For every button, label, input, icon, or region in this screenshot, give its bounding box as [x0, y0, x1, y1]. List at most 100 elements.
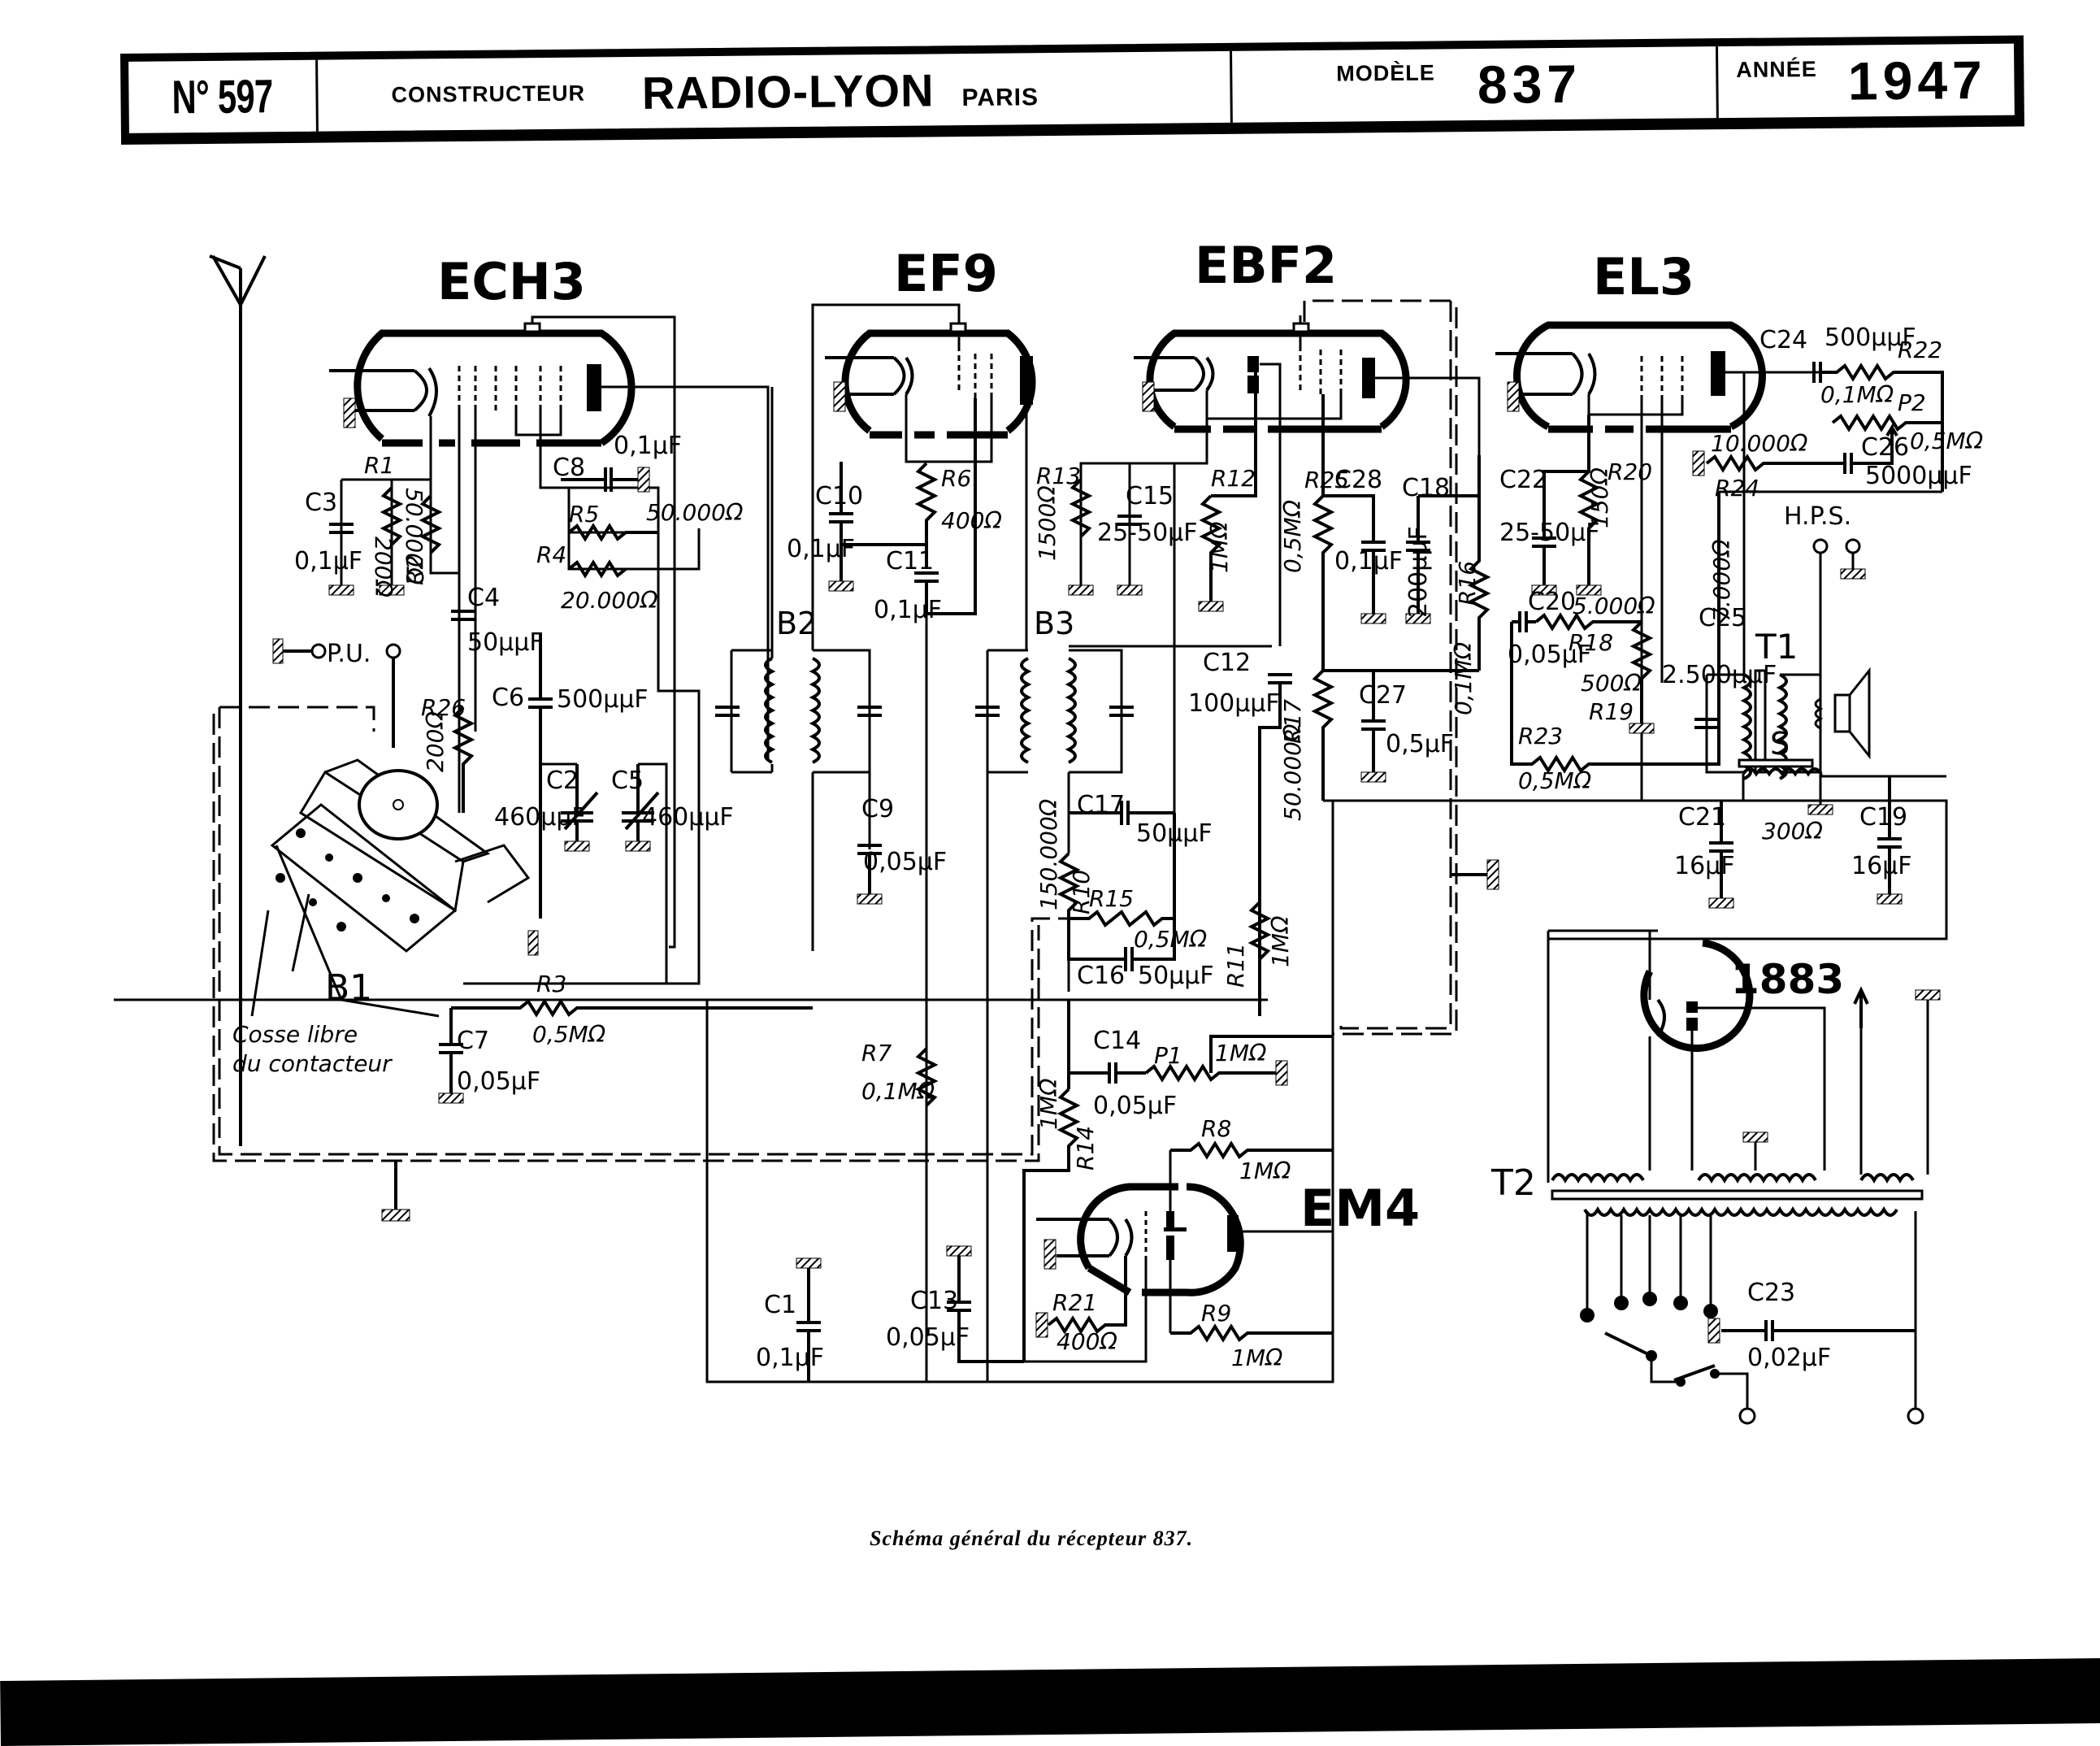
resistor-r26 — [451, 706, 475, 813]
ground-icon — [1915, 989, 1941, 1001]
speaker-label: H.P.S. — [1784, 502, 1851, 531]
c10-value: 0,1µF — [787, 535, 855, 563]
r11-label: R11 — [1222, 943, 1249, 988]
t1-primary-value: 7.000Ω — [1708, 539, 1735, 622]
ground-icon — [1742, 1131, 1768, 1143]
ground-icon — [1576, 584, 1602, 596]
c26-label: C26 — [1861, 433, 1909, 462]
ground-icon — [1405, 613, 1431, 624]
c8-label: C8 — [553, 454, 585, 482]
capacitor-c21 — [1709, 801, 1733, 898]
r16-label: R16 — [1454, 561, 1481, 606]
r5-value: 50.000Ω — [646, 499, 744, 526]
ground-icon — [1692, 450, 1705, 476]
c13-value: 0,05µF — [886, 1323, 970, 1352]
voltage-selector-switch[interactable] — [1580, 1211, 1756, 1425]
r8-label: R8 — [1201, 1115, 1231, 1142]
switch-label-b1: B1 — [325, 967, 372, 1009]
c27-label: C27 — [1359, 681, 1407, 710]
ground-icon — [1117, 584, 1143, 596]
r8-value: 1MΩ — [1239, 1157, 1291, 1184]
r22-label: R22 — [1898, 337, 1942, 363]
c4-value: 50µµF — [467, 628, 544, 657]
r4-value: 20.000Ω — [561, 587, 658, 614]
c22-label: C22 — [1499, 466, 1547, 494]
c18-value: 200µµF — [1404, 526, 1433, 618]
mains-terminal[interactable] — [1907, 1407, 1924, 1425]
c11-value: 0,1µF — [874, 596, 942, 624]
r2-value: 50.000Ω — [401, 488, 427, 585]
tube-label-ech3: ECH3 — [437, 252, 586, 311]
capacitor-c26 — [1841, 453, 1894, 474]
c17-value: 50µµF — [1136, 819, 1213, 848]
c17-label: C17 — [1077, 791, 1125, 819]
transformer-label-b3: B3 — [1034, 606, 1074, 641]
ground-icon — [637, 467, 650, 493]
c15-value: 25-50µF — [1097, 519, 1198, 547]
capacitor-c15 — [1117, 515, 1142, 526]
capacitor-c12 — [1258, 673, 1292, 1016]
capacitor-c8 — [561, 467, 638, 492]
r4-label: R4 — [536, 541, 566, 568]
resistor-r4 — [567, 559, 627, 579]
speaker-connector[interactable] — [1812, 538, 1861, 554]
p2-value: 0,5MΩ — [1910, 428, 1984, 454]
resistor-r13 — [1069, 478, 1093, 538]
c6-label: C6 — [492, 684, 524, 712]
c21-label: C21 — [1678, 803, 1726, 832]
c12-label: C12 — [1203, 649, 1251, 677]
resistor-r3 — [451, 998, 813, 1018]
wave-switch-b1[interactable] — [270, 758, 531, 1018]
resistor-r1 — [380, 486, 404, 546]
if-transformer-b3 — [975, 645, 1272, 1382]
antenna-icon — [209, 254, 267, 1146]
ground-icon — [1360, 771, 1386, 783]
resistor-r21 — [1047, 1256, 1127, 1335]
resistor-r18 — [1534, 612, 1642, 632]
capacitor-c28 — [1323, 494, 1386, 614]
capacitor-c4 — [451, 610, 475, 621]
c23-value: 0,02µF — [1747, 1344, 1831, 1372]
transformer-label-t2: T2 — [1490, 1162, 1536, 1204]
r1-label: R1 — [364, 452, 394, 479]
c5-label: C5 — [611, 767, 644, 795]
r17-label: R17 — [1279, 699, 1306, 744]
r15-value: 0,5MΩ — [1134, 926, 1208, 953]
c27-value: 0,5µF — [1386, 730, 1454, 758]
ground-icon — [438, 1092, 464, 1104]
r14-label: R14 — [1072, 1126, 1099, 1171]
shield-outline — [218, 299, 1452, 1156]
c9-value: 0,05µF — [863, 848, 947, 876]
ground-icon — [343, 397, 356, 428]
ground-icon — [328, 584, 354, 596]
capacitor-c11 — [841, 398, 977, 615]
resistor-r8 — [1170, 1140, 1333, 1160]
c13-label: C13 — [910, 1287, 958, 1315]
speaker-icon — [1814, 667, 1871, 760]
c28-label: C28 — [1334, 466, 1382, 494]
mains-transformer-t2 — [1551, 986, 1929, 1217]
resistor-r5 — [567, 523, 658, 542]
potentiometer-p2[interactable] — [1831, 413, 1942, 455]
ground-icon — [857, 893, 883, 905]
ground-icon — [1035, 1312, 1048, 1338]
resistor-r7 — [914, 1047, 939, 1107]
r16-value: 0,1MΩ — [1450, 641, 1477, 715]
c20-label: C20 — [1528, 588, 1576, 616]
r24-label: R24 — [1715, 475, 1759, 502]
r20-value: 150Ω — [1586, 467, 1613, 528]
c19-label: C19 — [1859, 803, 1907, 832]
ground-icon — [1142, 381, 1155, 412]
r24-value: 10.000Ω — [1711, 430, 1808, 457]
r7-value: 0,1MΩ — [861, 1078, 935, 1105]
transformer-label-b2: B2 — [776, 606, 817, 641]
c6-value: 500µµF — [557, 685, 649, 714]
pickup-jack[interactable] — [272, 638, 401, 748]
tube-ech3 — [329, 315, 770, 949]
potentiometer-p1[interactable] — [1144, 1035, 1333, 1083]
capacitor-c27 — [1361, 671, 1386, 772]
capacitor-c10 — [829, 462, 853, 581]
r21-value: 400Ω — [1057, 1328, 1117, 1355]
figure-caption: Schéma général du récepteur 837. — [870, 1527, 1194, 1550]
resistor-r20 — [1577, 415, 1601, 585]
